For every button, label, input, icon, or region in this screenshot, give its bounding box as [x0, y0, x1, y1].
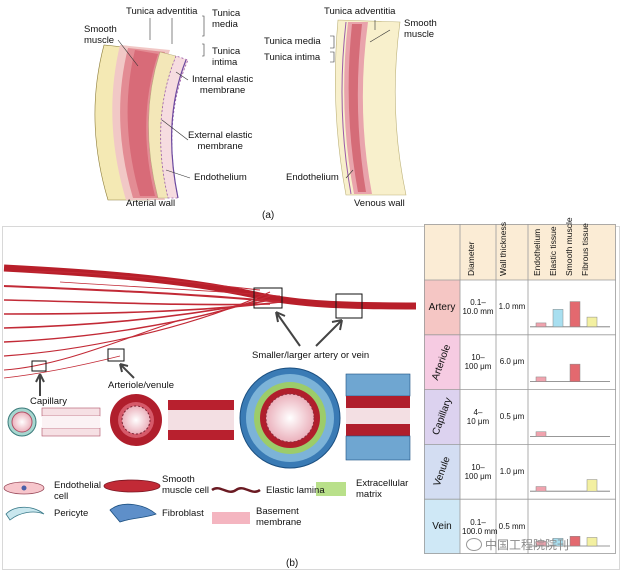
bar-smooth-muscle-arteriole [569, 363, 581, 382]
row-label-text: Artery [428, 301, 456, 313]
callout-arteriole-venule: Arteriole/venule [108, 380, 175, 391]
basement-membrane-icon [212, 512, 250, 524]
legend-label-smooth-muscle-cell: Smooth muscle cell [162, 474, 209, 496]
row-label-venule: Venule [424, 444, 460, 499]
header-smooth-muscle: Smooth muscle [564, 217, 574, 276]
row-label-bg [424, 499, 460, 554]
artery-vein-cross-section [239, 367, 411, 469]
label-venous-endothelium: Endothelium [286, 172, 339, 183]
bar-smooth-muscle-vein [569, 536, 581, 547]
row-label-bg [424, 389, 460, 445]
header-diameter: Diameter [466, 241, 476, 276]
wechat-icon [466, 538, 482, 551]
label-internal-elastic-membrane: Internal elastic membrane [192, 74, 254, 96]
row-label-text: Capillary [430, 396, 454, 438]
label-venous-tunica-adventitia: Tunica adventitia [324, 6, 396, 17]
label-venous-tunica-intima: Tunica intima [264, 52, 321, 63]
cell-diameter: 4– 10 μm [466, 408, 490, 426]
row-label-bg [424, 280, 460, 335]
caption-venous-wall: Venous wall [354, 198, 405, 209]
bar-endothelium-arteriole [535, 376, 547, 382]
legend-label-extracellular-matrix: Extracellular matrix [356, 478, 409, 500]
elastic-lamina-icon [211, 487, 261, 493]
legend-label-fibroblast: Fibroblast [162, 508, 204, 519]
label-arterial-tunica-media: Tunica media [212, 8, 241, 30]
label-arterial-tunica-adventitia: Tunica adventitia [126, 6, 198, 17]
cell-diameter: 10– 100 μm [464, 462, 492, 481]
row-label-bg [424, 444, 460, 500]
legend-label-elastic-lamina: Elastic lamina [266, 485, 325, 496]
bar-endothelium-artery [535, 322, 547, 328]
row-label-capillary: Capillary [424, 390, 460, 445]
bar-endothelium-venule [535, 486, 547, 492]
label-arterial-endothelium: Endothelium [194, 172, 247, 183]
extracellular-matrix-icon [316, 482, 346, 496]
fibroblast-icon [109, 503, 157, 523]
bar-elastic-tissue-artery [552, 309, 564, 328]
legend-label-pericyte: Pericyte [54, 508, 89, 519]
row-label-vein: Vein [424, 499, 460, 554]
panel-a-leader-lines [117, 15, 391, 179]
bar-fibrous-tissue-venule [586, 479, 598, 492]
row-label-arteriole: Arteriole [424, 335, 460, 390]
header-endothelium: Endothelium [532, 228, 542, 276]
bar-fibrous-tissue-vein [586, 537, 598, 547]
row-label-text: Arteriole [430, 342, 454, 382]
row-label-text: Vein [432, 521, 452, 533]
panel-b-sublabel: (b) [286, 558, 299, 569]
pericyte-icon [5, 506, 45, 521]
caption-arterial-wall: Arterial wall [126, 198, 176, 209]
bar-elastic-tissue-vein [552, 537, 564, 547]
header-wall-thickness: Wall thickness [498, 221, 508, 276]
vessel-comparison-table: Diameter Wall thickness Endothelium Elas… [424, 217, 616, 554]
table-header-bg [424, 224, 616, 280]
label-arterial-tunica-intima: Tunica intima [212, 46, 241, 68]
table-header: Diameter Wall thickness Endothelium Elas… [424, 217, 616, 280]
watermark-text: 中国工程院院刊 [485, 538, 570, 552]
label-external-elastic-membrane: External elastic membrane [188, 130, 253, 152]
table-frame [424, 224, 616, 554]
arterial-wall-drawing [94, 44, 189, 201]
vessel-network-drawing [3, 264, 417, 396]
label-venous-smooth-muscle: Smooth muscle [404, 18, 437, 40]
panel-b-frame [2, 226, 620, 570]
vessel-table-graphics [424, 224, 616, 554]
bar-smooth-muscle-artery [569, 301, 581, 328]
header-fibrous-tissue: Fibrous tissue [580, 223, 590, 276]
watermark: 中国工程院院刊 [466, 536, 569, 553]
cell-diameter: 0.1– 100.0 mm [462, 517, 498, 536]
label-venous-tunica-media: Tunica media [264, 36, 321, 47]
cell-diameter: 0.1– 10.0 mm [462, 298, 494, 317]
label-arterial-smooth-muscle: Smooth muscle [84, 24, 117, 46]
cell-wall-thickness: 1.0 μm [499, 466, 525, 476]
row-label-text: Venule [431, 455, 453, 489]
callout-artery-vein: Smaller/larger artery or vein [252, 350, 370, 361]
smooth-muscle-cell-icon [103, 479, 161, 493]
bar-endothelium-vein [535, 541, 547, 547]
venous-wall-drawing [335, 19, 407, 196]
cell-wall-thickness: 0.5 μm [499, 412, 525, 421]
cell-wall-thickness: 6.0 μm [499, 357, 525, 367]
panel-a-sublabel: (a) [262, 210, 275, 221]
cell-diameter: 10– 100 μm [464, 353, 492, 372]
cell-wall-thickness: 1.0 mm [498, 302, 526, 312]
bar-fibrous-tissue-artery [586, 316, 598, 328]
legend-icons [3, 479, 346, 524]
row-label-artery: Artery [424, 280, 460, 335]
arteriole-cross-section [110, 394, 234, 446]
legend-label-endothelial-cell: Endothelial cell [54, 480, 102, 502]
header-elastic-tissue: Elastic tissue [548, 226, 558, 276]
bar-endothelium-capillary [535, 431, 547, 437]
row-label-bg [424, 334, 460, 390]
callout-capillary: Capillary [30, 396, 67, 407]
cell-wall-thickness: 0.5 mm [498, 521, 526, 531]
legend-label-basement-membrane: Basement membrane [256, 506, 302, 528]
capillary-cross-section [7, 407, 101, 437]
